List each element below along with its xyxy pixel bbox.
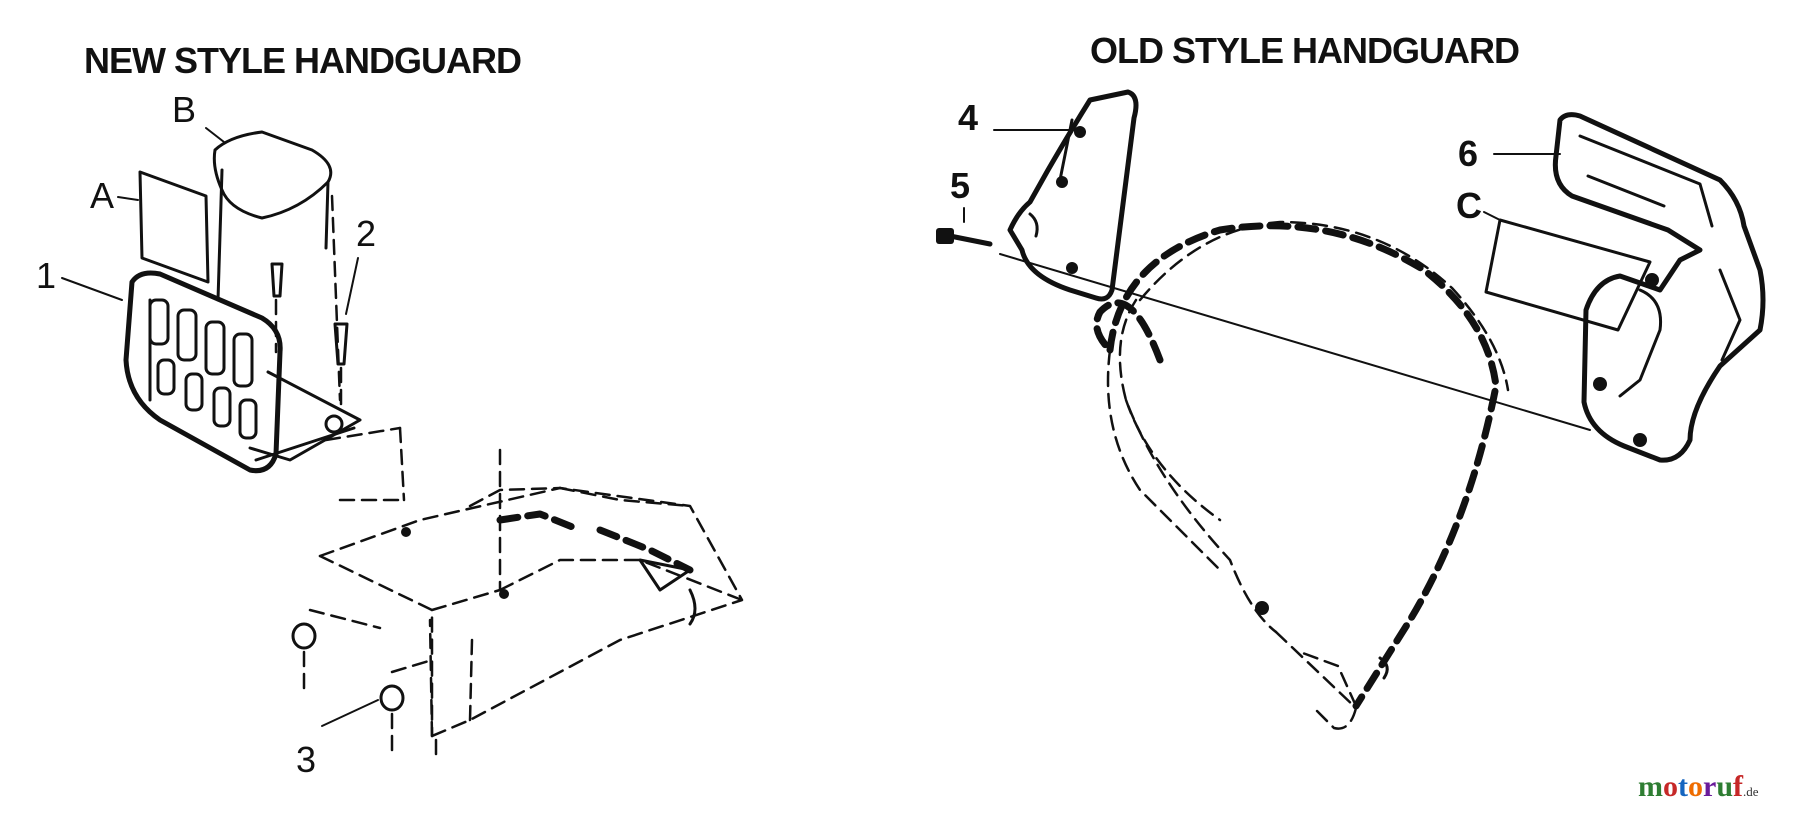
decal-b [212,130,333,220]
leader-lines-right [963,129,1561,223]
callout-4: 4 [958,97,979,138]
decal-c [1484,218,1652,332]
saw-housing-outline [318,426,744,762]
callout-a: A [90,175,115,216]
callout-1: 1 [36,255,57,296]
decal-a [138,170,210,284]
side-plate-4 [1007,89,1139,302]
handguard-grille-plate [123,270,283,474]
logo-suffix: .de [1743,784,1759,799]
callout-b: B [172,89,197,130]
guard-body-6 [1552,112,1766,463]
alignment-line [999,253,1591,431]
title-new-style-handguard: NEW STYLE HANDGUARD [84,40,522,81]
callout-6: 6 [1458,133,1479,174]
title-old-style-handguard: OLD STYLE HANDGUARD [1090,30,1520,71]
callout-5: 5 [950,165,971,206]
tubular-handle [1093,220,1510,730]
callout-3: 3 [296,739,317,780]
motoruf-logo: motoruf.de [1638,770,1759,804]
callout-2: 2 [356,213,377,254]
callout-c: C [1456,185,1482,226]
nuts-3 [291,608,434,752]
logo-wordmark: motoruf [1638,770,1744,803]
leader-lines-left [61,127,379,727]
bolt-5 [936,228,993,247]
screws-2 [270,262,349,412]
